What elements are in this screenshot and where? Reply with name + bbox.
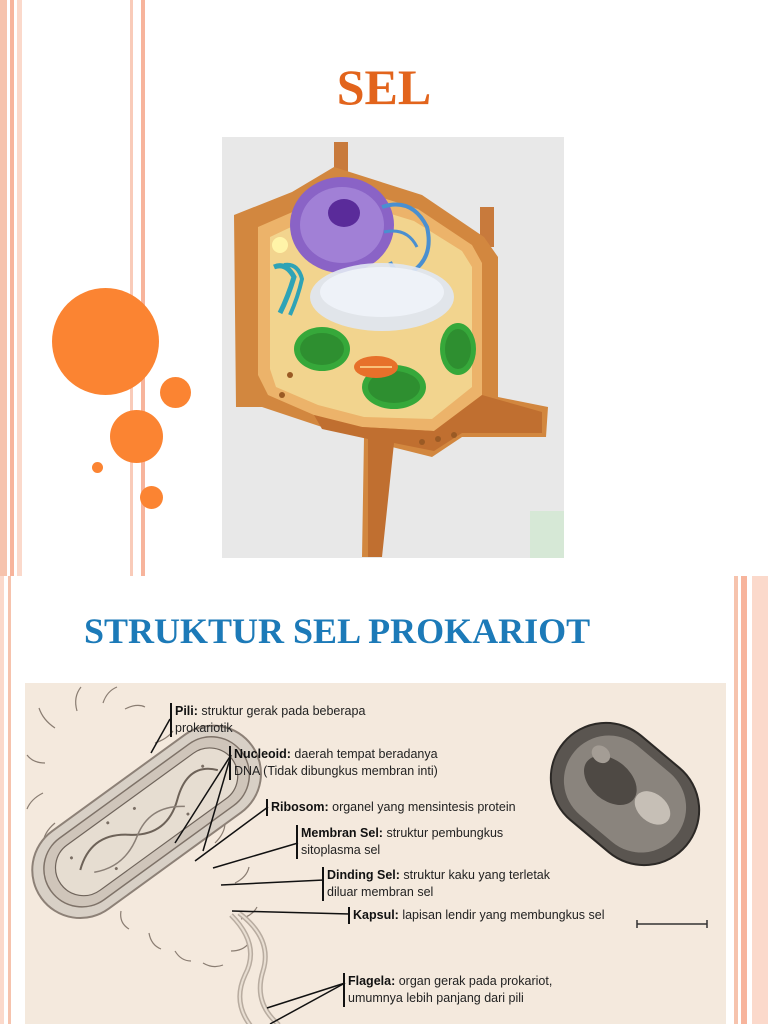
slide-sel: SEL [0, 0, 564, 576]
prokaryote-diagram: Pili: struktur gerak pada beberapa prokar… [25, 683, 726, 1024]
bacterium-illustration [26, 686, 708, 1024]
label-pili-desc: struktur gerak pada beberapa [197, 704, 366, 718]
label-pili: Pili: struktur gerak pada beberapa prokar… [170, 703, 365, 737]
left-stripe-2 [10, 0, 14, 576]
right-stripe-1 [734, 576, 738, 1024]
label-dinding-sel: Dinding Sel: struktur kaku yang terletak… [322, 867, 550, 901]
right-stripe-3 [752, 576, 768, 1024]
left-stripe-3 [17, 0, 22, 576]
left-stripe-4 [130, 0, 133, 576]
label-dinding-desc-2: diluar membran sel [327, 885, 434, 899]
left-stripe-s2-2 [8, 576, 11, 1024]
label-nucleoid-desc-2: DNA (Tidak dibungkus membran inti) [234, 764, 438, 778]
label-kapsul: Kapsul: lapisan lendir yang membungkus s… [348, 907, 605, 924]
label-membran-desc: struktur pembungkus [382, 826, 504, 840]
label-kapsul-desc: lapisan lendir yang membungkus sel [398, 908, 605, 922]
decor-circle-small [160, 377, 191, 408]
label-nucleoid-term: Nucleoid: [234, 747, 291, 761]
label-flagela-term: Flagela: [348, 974, 396, 988]
label-ribosom: Ribosom: organel yang mensintesis protei… [266, 799, 516, 816]
label-ribosom-desc: organel yang mensintesis protein [328, 800, 516, 814]
decor-circle-tiny [92, 462, 103, 473]
decor-circle-small-2 [140, 486, 163, 509]
left-stripe-s2-1 [0, 576, 4, 1024]
label-flagela-desc-2: umumnya lebih panjang dari pili [348, 991, 524, 1005]
label-membran-desc-2: sitoplasma sel [301, 843, 381, 857]
slide-prokariot: STRUKTUR SEL PROKARIOT [0, 576, 768, 1024]
right-stripe-2 [741, 576, 747, 1024]
slide-title: SEL [336, 59, 432, 115]
label-flagela: Flagela: organ gerak pada prokariot, umum… [343, 973, 552, 1007]
label-dinding-term: Dinding Sel: [327, 868, 400, 882]
label-flagela-desc: organ gerak pada prokariot, [395, 974, 553, 988]
label-pili-term: Pili: [175, 704, 198, 718]
slide-title: STRUKTUR SEL PROKARIOT [84, 611, 591, 651]
label-pili-desc-2: prokariotik [175, 721, 233, 735]
label-nucleoid-desc: daerah tempat beradanya [290, 747, 438, 761]
plant-cell-image [234, 142, 564, 558]
decor-circle-medium [110, 410, 163, 463]
left-stripe-1 [0, 0, 7, 576]
label-kapsul-term: Kapsul: [353, 908, 399, 922]
plant-cell-illustration [222, 137, 564, 558]
left-stripe-5 [141, 0, 145, 576]
decor-circle-large [52, 288, 159, 395]
label-ribosom-term: Ribosom: [271, 800, 329, 814]
label-membran-term: Membran Sel: [301, 826, 383, 840]
label-dinding-desc: struktur kaku yang terletak [399, 868, 550, 882]
